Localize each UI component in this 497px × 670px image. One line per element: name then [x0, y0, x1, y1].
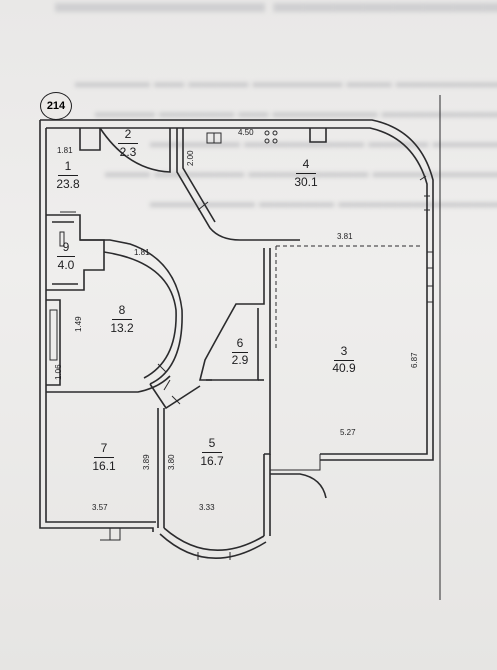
- room-6-area: 2.9: [231, 353, 249, 367]
- room-6-number: 6: [236, 336, 244, 350]
- dimension-label: 3.89: [142, 454, 151, 470]
- bleed-through-heading: ▬▬▬▬▬▬▬ ▬▬▬▬▬▬▬▬▬: [55, 0, 497, 19]
- dimension-label: 2.00: [186, 150, 195, 166]
- outer-walls: [39, 119, 434, 532]
- room-9-fraction-rule: [57, 256, 75, 257]
- interior-walls: [46, 127, 420, 560]
- room-2-area: 2.3: [119, 145, 137, 159]
- bleed-through-line: ▬▬▬ ▬▬▬▬▬▬ ▬▬▬▬▬▬▬▬ ▬▬▬▬▬▬▬▬▬▬▬: [105, 164, 497, 181]
- room-3-number: 3: [340, 344, 348, 358]
- bleed-through-line: ▬▬▬▬▬ ▬▬ ▬▬▬▬ ▬▬▬▬▬▬ ▬▬▬ ▬▬▬▬▬▬▬: [75, 74, 497, 91]
- room-4-number: 4: [302, 157, 310, 171]
- room-4-fraction-rule: [296, 173, 316, 174]
- room-9-number: 9: [62, 240, 70, 254]
- room-5-fraction-rule: [202, 452, 222, 453]
- dimension-label: 1.06: [54, 364, 63, 380]
- room-4-area: 30.1: [294, 175, 318, 189]
- room-5-area: 16.7: [200, 454, 224, 468]
- dimension-label: 1.49: [74, 316, 83, 332]
- dimension-label: 3.81: [337, 232, 353, 241]
- dimension-label: 3.80: [167, 454, 176, 470]
- room-8-fraction-rule: [112, 319, 132, 320]
- room-8-number: 8: [118, 303, 126, 317]
- dimension-label: 5.27: [340, 428, 356, 437]
- apartment-number-badge: 214: [40, 92, 72, 120]
- room-3-fraction-rule: [334, 360, 354, 361]
- room-9-area: 4.0: [57, 258, 75, 272]
- room-7-area: 16.1: [92, 459, 116, 473]
- dimension-label: 3.33: [199, 503, 215, 512]
- dimension-label: 4.50: [238, 128, 254, 137]
- room-2-fraction-rule: [118, 143, 138, 144]
- dimension-label: 1.81: [57, 146, 73, 155]
- room-6-fraction-rule: [232, 352, 248, 353]
- room-1-number: 1: [64, 159, 72, 173]
- room-1-fraction-rule: [58, 175, 78, 176]
- room-7-number: 7: [100, 441, 108, 455]
- room-7-fraction-rule: [94, 457, 114, 458]
- dimension-label: 3.57: [92, 503, 108, 512]
- room-8-area: 13.2: [110, 321, 134, 335]
- bleed-through-line: ▬▬▬▬▬▬▬ ▬▬▬▬▬ ▬▬▬▬▬▬▬▬▬▬▬ ▬▬▬▬: [150, 194, 497, 211]
- room-2-number: 2: [124, 127, 132, 141]
- room-5-number: 5: [208, 436, 216, 450]
- room-1-area: 23.8: [56, 177, 80, 191]
- bleed-through-line: ▬▬▬▬ ▬▬▬▬▬ ▬▬ ▬▬▬▬▬▬▬ ▬▬▬▬▬▬▬▬▬: [95, 104, 497, 121]
- dimension-label: 6.87: [410, 352, 419, 368]
- room-3-area: 40.9: [332, 361, 356, 375]
- dimension-label: 1.81: [134, 248, 150, 257]
